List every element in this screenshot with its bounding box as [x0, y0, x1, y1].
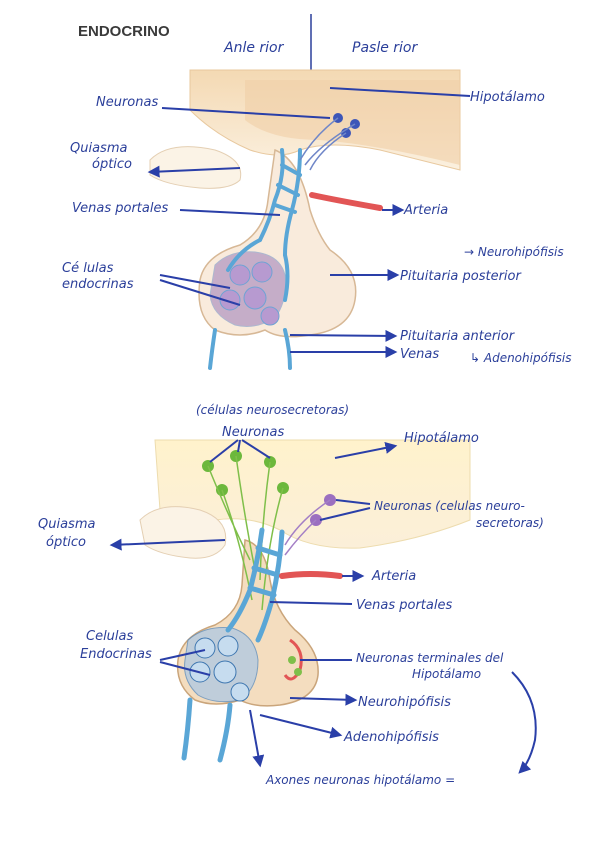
bottom-label-neuronas: Neuronas	[222, 425, 284, 440]
top-endocrine-cells	[209, 251, 286, 327]
top-arrow-pituitaria-anterior	[289, 329, 398, 342]
top-label-neurohipofisis: → Neurohipófisis	[464, 245, 564, 259]
bottom-optic-chiasm	[139, 506, 227, 559]
bottom-label-neuronas-sec-1: Neuronas (celulas neuro-	[374, 499, 525, 513]
bottom-arrow-neuronas-sec-2	[319, 507, 371, 521]
bottom-artery	[279, 571, 343, 579]
top-arrow-celulas-2	[159, 279, 241, 306]
top-label-hipotalamo: Hipotálamo	[470, 90, 545, 105]
top-neurons	[299, 113, 360, 171]
bottom-label-neuronas-terminales-2: Hipotálamo	[412, 667, 481, 681]
bottom-arrow-venas-portales	[269, 601, 353, 605]
top-arrow-celulas-1	[159, 274, 231, 289]
top-label-venas: Venas	[400, 347, 439, 362]
bottom-arrow-quiasma	[109, 538, 226, 551]
top-label-quiasma-1: Quiasma	[70, 141, 127, 156]
bottom-arrow-neuronas-1	[209, 439, 239, 463]
top-optic-chiasm	[149, 146, 242, 189]
bottom-label-celulas-2: Endocrinas	[80, 647, 152, 662]
bottom-arrow-adenohipofisis	[259, 714, 343, 739]
top-label-pituitaria-anterior: Pituitaria anterior	[400, 329, 516, 344]
bottom-neurosecretory-neurons	[202, 450, 289, 611]
bottom-label-quiasma-2: óptico	[46, 535, 86, 550]
bottom-label-axones: Axones neuronas hipotálamo =	[265, 773, 455, 787]
bottom-portal-vessels	[181, 527, 285, 763]
top-arrow-venas-portales	[179, 209, 281, 216]
bottom-purple-neurons	[284, 494, 336, 556]
bottom-arrow-celulas-2	[159, 661, 211, 676]
bottom-label-celulas-1: Celulas	[86, 629, 134, 644]
bottom-label-neuronas-terminales-1: Neuronas terminales del	[356, 651, 504, 665]
top-label-venas-portales: Venas portales	[72, 201, 168, 216]
top-arrow-hipotalamo	[329, 87, 471, 97]
bottom-label-neurohipofisis: Neurohipófisis	[358, 695, 451, 710]
top-label-adenohipofisis: ↳ Adenohipófisis	[470, 351, 572, 365]
bottom-arrow-neuronas-3	[241, 439, 271, 459]
top-label-neuronas: Neuronas	[96, 95, 158, 110]
top-label-pituitaria-posterior: Pituitaria posterior	[400, 269, 523, 284]
bottom-pituitary-diagram: (células neurosecretoras) Neuronas Hipot…	[38, 403, 544, 787]
bottom-label-venas-portales: Venas portales	[356, 598, 452, 613]
bottom-arrow-celulas-1	[159, 649, 206, 661]
bottom-label-celulas-neuro: (células neurosecretoras)	[196, 403, 349, 417]
top-label-arteria: Arteria	[403, 203, 448, 218]
bottom-arrow-axones	[249, 709, 265, 768]
top-artery	[309, 192, 383, 211]
bottom-arrow-neuronas-sec-1	[335, 499, 371, 505]
top-arrow-neuronas	[161, 107, 331, 119]
bottom-endocrine-cells	[184, 627, 259, 703]
top-pituitary-diagram: Anle rior Pasle rior	[62, 14, 572, 370]
top-arrow-quiasma	[147, 165, 241, 178]
top-header-posterior: Pasle rior	[352, 40, 418, 56]
top-header-anterior: Anle rior	[223, 40, 285, 56]
bottom-label-quiasma-1: Quiasma	[38, 517, 95, 532]
bottom-label-adenohipofisis: Adenohipófisis	[343, 730, 439, 745]
top-portal-vessels	[208, 148, 302, 370]
bottom-label-neuronas-sec-2: secretoras)	[476, 516, 544, 530]
bottom-label-hipotalamo: Hipotálamo	[404, 431, 479, 446]
bottom-arrow-curved	[511, 671, 537, 774]
bottom-arrow-neurohipofisis	[289, 693, 358, 706]
page-title: ENDOCRINO	[78, 23, 170, 40]
top-label-celulas-1: Cé lulas	[62, 261, 114, 276]
bottom-arrow-neuronas-2	[237, 439, 241, 453]
top-label-celulas-2: endocrinas	[62, 277, 134, 292]
top-label-quiasma-2: óptico	[92, 157, 132, 172]
bottom-label-arteria: Arteria	[371, 569, 416, 584]
bottom-neuron-terminals	[283, 638, 303, 681]
bottom-arrow-hipotalamo	[334, 441, 398, 459]
